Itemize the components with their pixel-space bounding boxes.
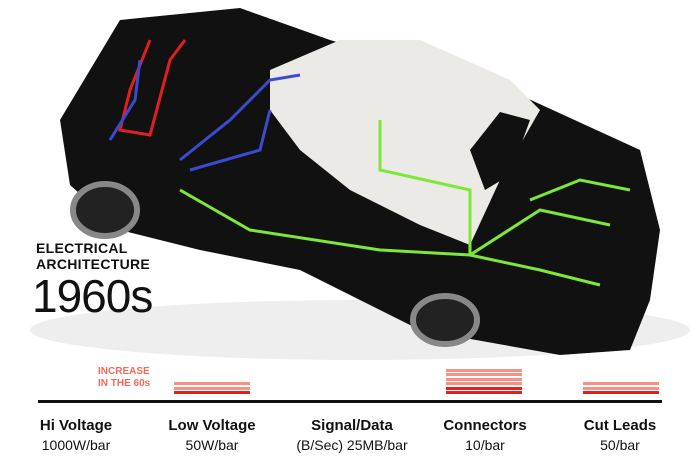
light-bar — [174, 382, 250, 385]
category-name: Low Voltage — [168, 417, 256, 434]
title-line2: ARCHITECTURE — [36, 256, 151, 272]
category-name: Hi Voltage — [39, 417, 113, 434]
light-bar — [446, 373, 522, 376]
baseline-divider — [38, 400, 662, 403]
category-name: Connectors — [443, 417, 527, 434]
dark-bar — [446, 391, 522, 394]
light-bar — [446, 368, 522, 372]
bar-stack — [446, 367, 522, 394]
title-line1: ELECTRICAL — [36, 240, 128, 256]
green-wire — [179, 120, 631, 287]
light-bar — [174, 386, 250, 390]
rear-window — [470, 112, 530, 190]
era-title: 1960s — [32, 270, 153, 322]
category-name: Signal/Data — [311, 417, 393, 434]
dark-bar — [583, 391, 659, 394]
increase-annotation: INCREASE IN THE 60s — [98, 366, 162, 390]
category-unit: 50W/bar — [185, 437, 239, 453]
rear-wheel — [410, 293, 480, 347]
dark-bar — [174, 391, 250, 394]
category-hi-voltage: Hi Voltage 1000W/bar — [30, 416, 122, 454]
category-connectors: Connectors 10/bar — [430, 416, 540, 454]
category-signal-data: Signal/Data (B/Sec) 25MB/bar — [282, 416, 422, 454]
category-unit: 1000W/bar — [41, 437, 111, 453]
light-bar — [446, 377, 522, 381]
category-low-voltage: Low Voltage 50W/bar — [150, 416, 274, 454]
red-wire — [118, 39, 187, 137]
blue-wire — [108, 59, 301, 172]
light-bar — [583, 386, 659, 390]
light-bar — [583, 382, 659, 385]
bar-stack — [583, 381, 659, 394]
front-wheel — [70, 181, 140, 239]
category-name: Cut Leads — [583, 417, 657, 434]
category-cut-leads: Cut Leads 50/bar — [570, 416, 670, 454]
light-bar — [446, 382, 522, 385]
car-roof — [270, 40, 540, 245]
category-unit: 10/bar — [465, 437, 505, 453]
dark-bar — [446, 386, 522, 390]
bar-stack — [174, 381, 250, 394]
category-unit: (B/Sec) 25MB/bar — [296, 437, 408, 453]
category-unit: 50/bar — [600, 437, 640, 453]
increase-annotation-text: INCREASE IN THE 60s — [98, 366, 151, 389]
car-illustration — [30, 8, 690, 360]
